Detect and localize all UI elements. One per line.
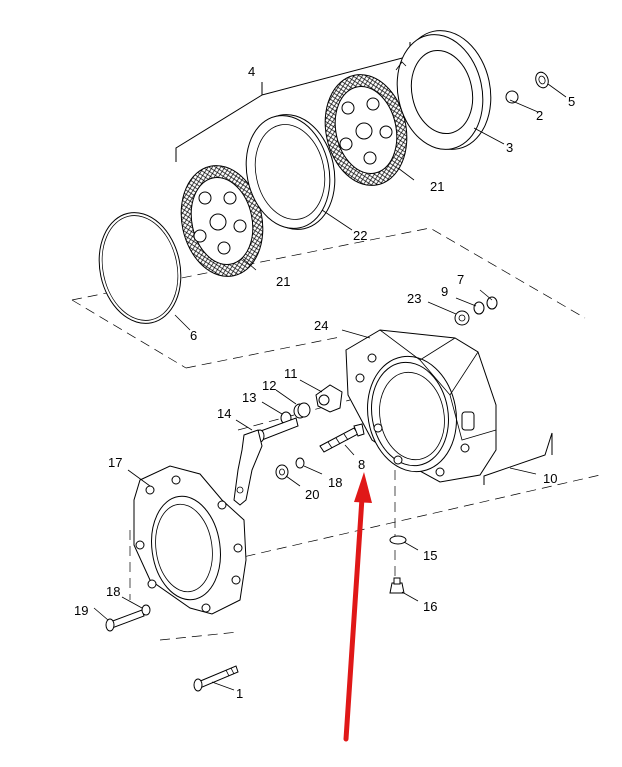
callout-7: 7	[457, 272, 464, 287]
callout-22: 22	[353, 228, 367, 243]
friction-disc-part-21-lower	[180, 165, 264, 277]
callout-14: 14	[217, 406, 231, 421]
ring-part-7	[486, 296, 498, 310]
long-bolt-part-1	[193, 665, 239, 692]
callout-4: 4	[248, 64, 255, 79]
callout-8: 8	[358, 457, 365, 472]
callout-17: 17	[108, 455, 122, 470]
leader-lines	[93, 83, 567, 691]
callout-21-lower: 21	[276, 274, 290, 289]
callout-10: 10	[543, 471, 557, 486]
plug-part-5	[535, 71, 549, 89]
ball-part-2	[505, 90, 519, 104]
callout-2: 2	[536, 108, 543, 123]
callout-12: 12	[262, 378, 276, 393]
callout-18-lower: 18	[106, 584, 120, 599]
callout-23: 23	[407, 291, 421, 306]
callout-19: 19	[74, 603, 88, 618]
washer-part-18-upper	[295, 457, 305, 469]
bushing-part-23	[454, 310, 470, 326]
o-ring-part-6	[98, 212, 182, 324]
callout-24: 24	[314, 318, 328, 333]
bolt-part-19	[105, 609, 145, 632]
callout-18-upper: 18	[328, 475, 342, 490]
callout-3: 3	[506, 140, 513, 155]
bushing-part-12	[293, 402, 311, 419]
housing-part-24	[345, 329, 497, 483]
lever-shaft-part-14	[233, 417, 299, 506]
callout-13: 13	[242, 390, 256, 405]
callout-20: 20	[305, 487, 319, 502]
cover-part-17	[133, 465, 247, 615]
bracket-part-11	[315, 384, 343, 413]
ring-part-9	[473, 301, 485, 315]
friction-disc-part-21-upper	[324, 74, 408, 186]
callout-6: 6	[190, 328, 197, 343]
callout-9: 9	[441, 284, 448, 299]
callout-15: 15	[423, 548, 437, 563]
callout-11: 11	[284, 366, 298, 381]
steel-plate-part-22	[245, 114, 336, 230]
group-10-bracket	[483, 432, 553, 485]
highlight-arrow	[343, 472, 372, 742]
bolt-part-8	[319, 423, 365, 453]
o-ring-part-15	[389, 535, 407, 545]
nut-part-20	[275, 464, 289, 480]
plug-part-16	[389, 577, 405, 594]
callout-21-upper: 21	[430, 179, 444, 194]
washer-part-18-lower	[141, 604, 151, 616]
callout-1: 1	[236, 686, 243, 701]
piston-part-3	[395, 30, 492, 150]
callout-16: 16	[423, 599, 437, 614]
upper-assembly-plane	[71, 227, 586, 369]
callout-5: 5	[568, 94, 575, 109]
